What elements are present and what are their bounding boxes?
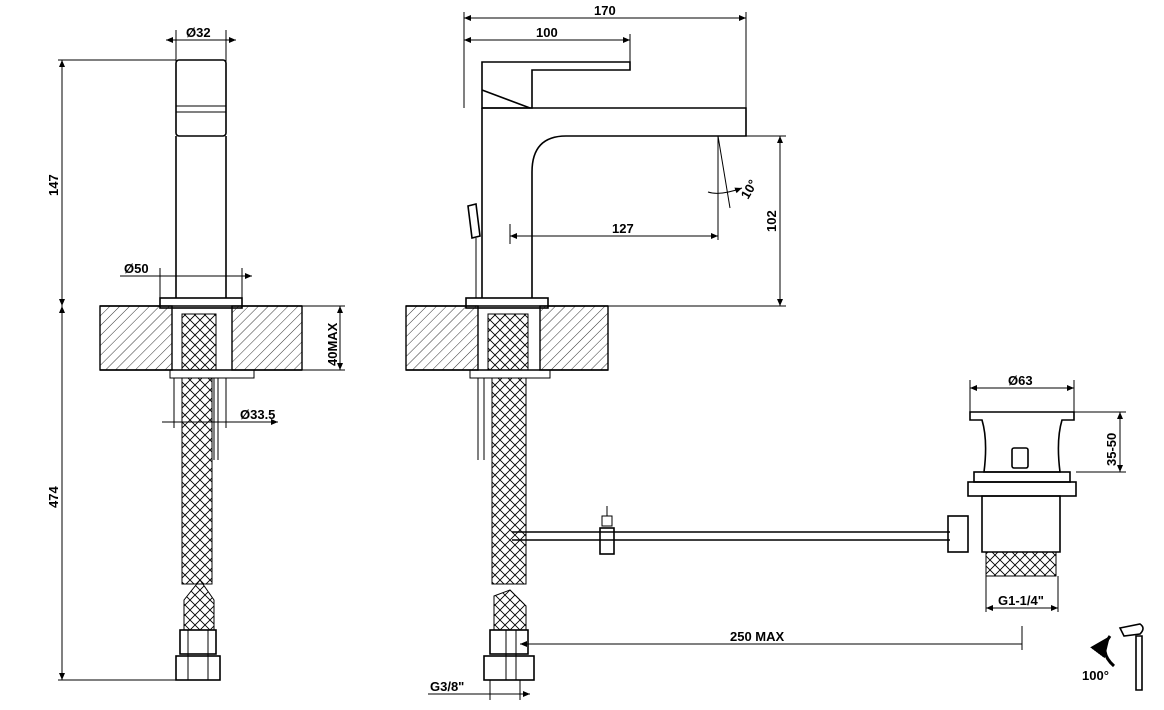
side-view: 170 100 10° 1: [405, 3, 1023, 700]
rotation-arrow-icon: [1090, 635, 1116, 668]
front-thread-diameter-label: Ø33.5: [240, 407, 275, 422]
front-view: Ø32 147 Ø50: [46, 25, 345, 681]
dim-waste-thread: G1-1/4": [986, 593, 1058, 611]
dim-front-base-diameter: Ø50: [120, 261, 252, 298]
front-spout-diameter-label: Ø32: [186, 25, 211, 40]
dim-front-height-upper: 147: [46, 59, 176, 306]
front-height-upper-label: 147: [46, 174, 61, 196]
hose-connection-label: G3/8": [430, 679, 464, 694]
lever-rotation-indicator: 100°: [1082, 623, 1144, 691]
dim-pull-rod-max: 250 MAX: [520, 626, 1023, 650]
side-shank-hoses: [469, 313, 551, 681]
dim-spout-height: 102: [602, 135, 786, 307]
dim-spout-reach: 127: [509, 221, 718, 244]
deck-section-side: [405, 305, 609, 371]
lever-handle-icon: [1118, 623, 1144, 691]
pull-rod: [512, 506, 950, 555]
dim-front-thread-diameter: Ø33.5: [162, 378, 278, 428]
spout-height-label: 102: [764, 210, 779, 232]
deck-thickness-label: 40MAX: [325, 322, 340, 366]
pull-rod-max-label: 250 MAX: [730, 629, 785, 644]
dim-waste-range: 35-50: [1074, 411, 1126, 473]
waste-thread-label: G1-1/4": [998, 593, 1044, 608]
front-base-diameter-label: Ø50: [124, 261, 149, 276]
dim-front-spout-diameter: Ø32: [166, 25, 236, 62]
waste-diameter-label: Ø63: [1008, 373, 1033, 388]
faucet-side-body: [465, 61, 747, 309]
dim-waste-diameter: Ø63: [969, 373, 1075, 412]
dim-lever-length: 100: [464, 25, 631, 62]
flow-angle-label: 10°: [738, 177, 761, 202]
deck-section-front: [99, 305, 303, 371]
front-shank-hoses: [169, 313, 255, 681]
lever-length-label: 100: [536, 25, 558, 40]
dim-deck-thickness: 40MAX: [302, 305, 345, 371]
front-height-lower-label: 474: [46, 486, 61, 508]
waste-range-label: 35-50: [1104, 433, 1119, 466]
dim-flow-angle: 10°: [707, 135, 761, 240]
lever-rotation-label: 100°: [1082, 668, 1109, 683]
waste-assembly: Ø63 35-50 G1-1/4": [947, 373, 1126, 612]
dim-front-height-lower: 474: [46, 306, 176, 681]
dim-hose-connection: G3/8": [428, 679, 530, 700]
spout-reach-label: 127: [612, 221, 634, 236]
faucet-front-body: [159, 59, 243, 309]
overall-reach-label: 170: [594, 3, 616, 18]
dim-overall-reach: 170: [463, 3, 747, 108]
